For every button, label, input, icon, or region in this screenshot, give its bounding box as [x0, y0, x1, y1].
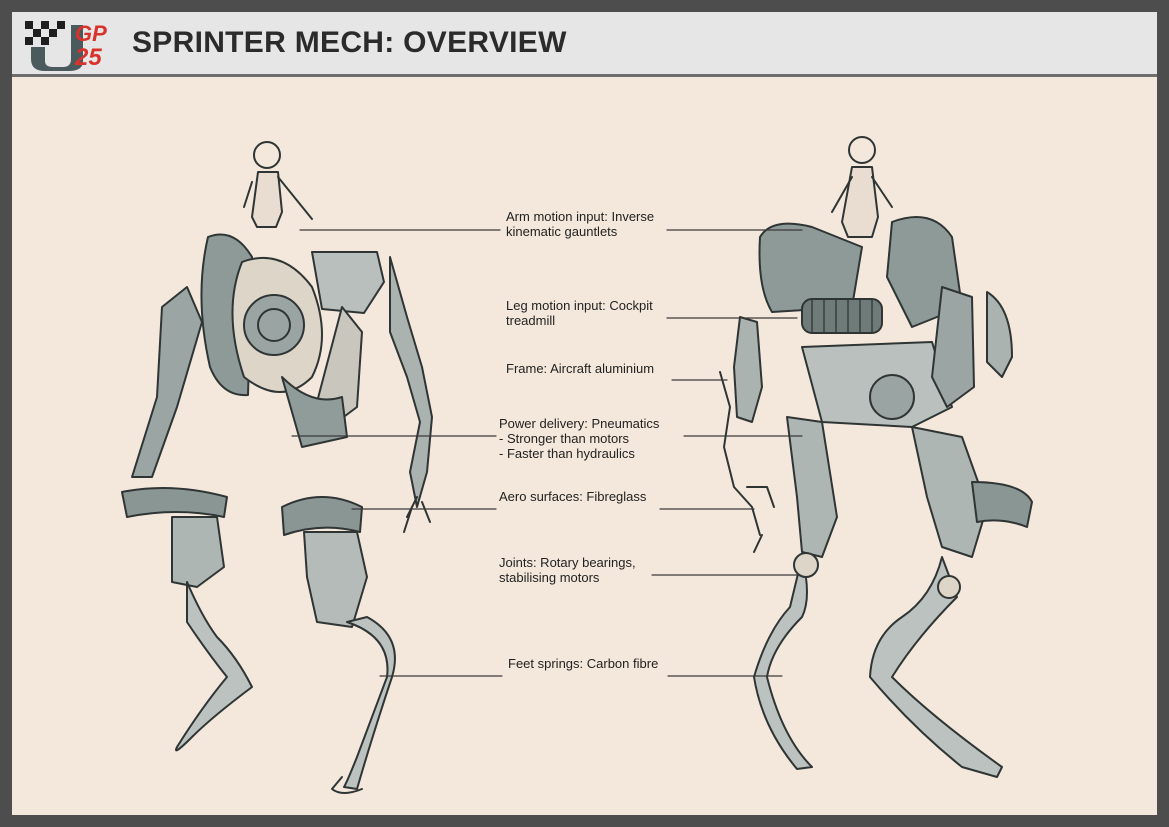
- svg-text:GP: GP: [75, 21, 107, 46]
- callout-feet-springs: Feet springs: Carbon fibre: [508, 656, 659, 671]
- callout-power-delivery: Power delivery: Pneumatics - Stronger th…: [499, 416, 660, 461]
- mech-front-view: [121, 141, 433, 794]
- gp25-logo: GP 25: [25, 21, 107, 71]
- callout-arm-motion: Arm motion input: Inverse kinematic gaun…: [506, 209, 655, 239]
- sheet: GP 25 SPRINTER MECH: OVERVIEW: [12, 12, 1157, 815]
- callout-aero-surfaces: Aero surfaces: Fibreglass: [499, 489, 647, 504]
- svg-text:25: 25: [74, 44, 102, 71]
- header-bar: GP 25 SPRINTER MECH: OVERVIEW: [12, 12, 1157, 77]
- mech-rear-view: [719, 136, 1033, 778]
- mech-illustration: [121, 136, 1033, 794]
- callout-joints: Joints: Rotary bearings, stabilising mot…: [499, 555, 636, 585]
- callout-frame: Frame: Aircraft aluminium: [506, 361, 655, 376]
- callout-leg-motion: Leg motion input: Cockpit treadmill: [506, 298, 653, 328]
- page-title: SPRINTER MECH: OVERVIEW: [132, 26, 567, 59]
- leader-lines: [291, 229, 803, 677]
